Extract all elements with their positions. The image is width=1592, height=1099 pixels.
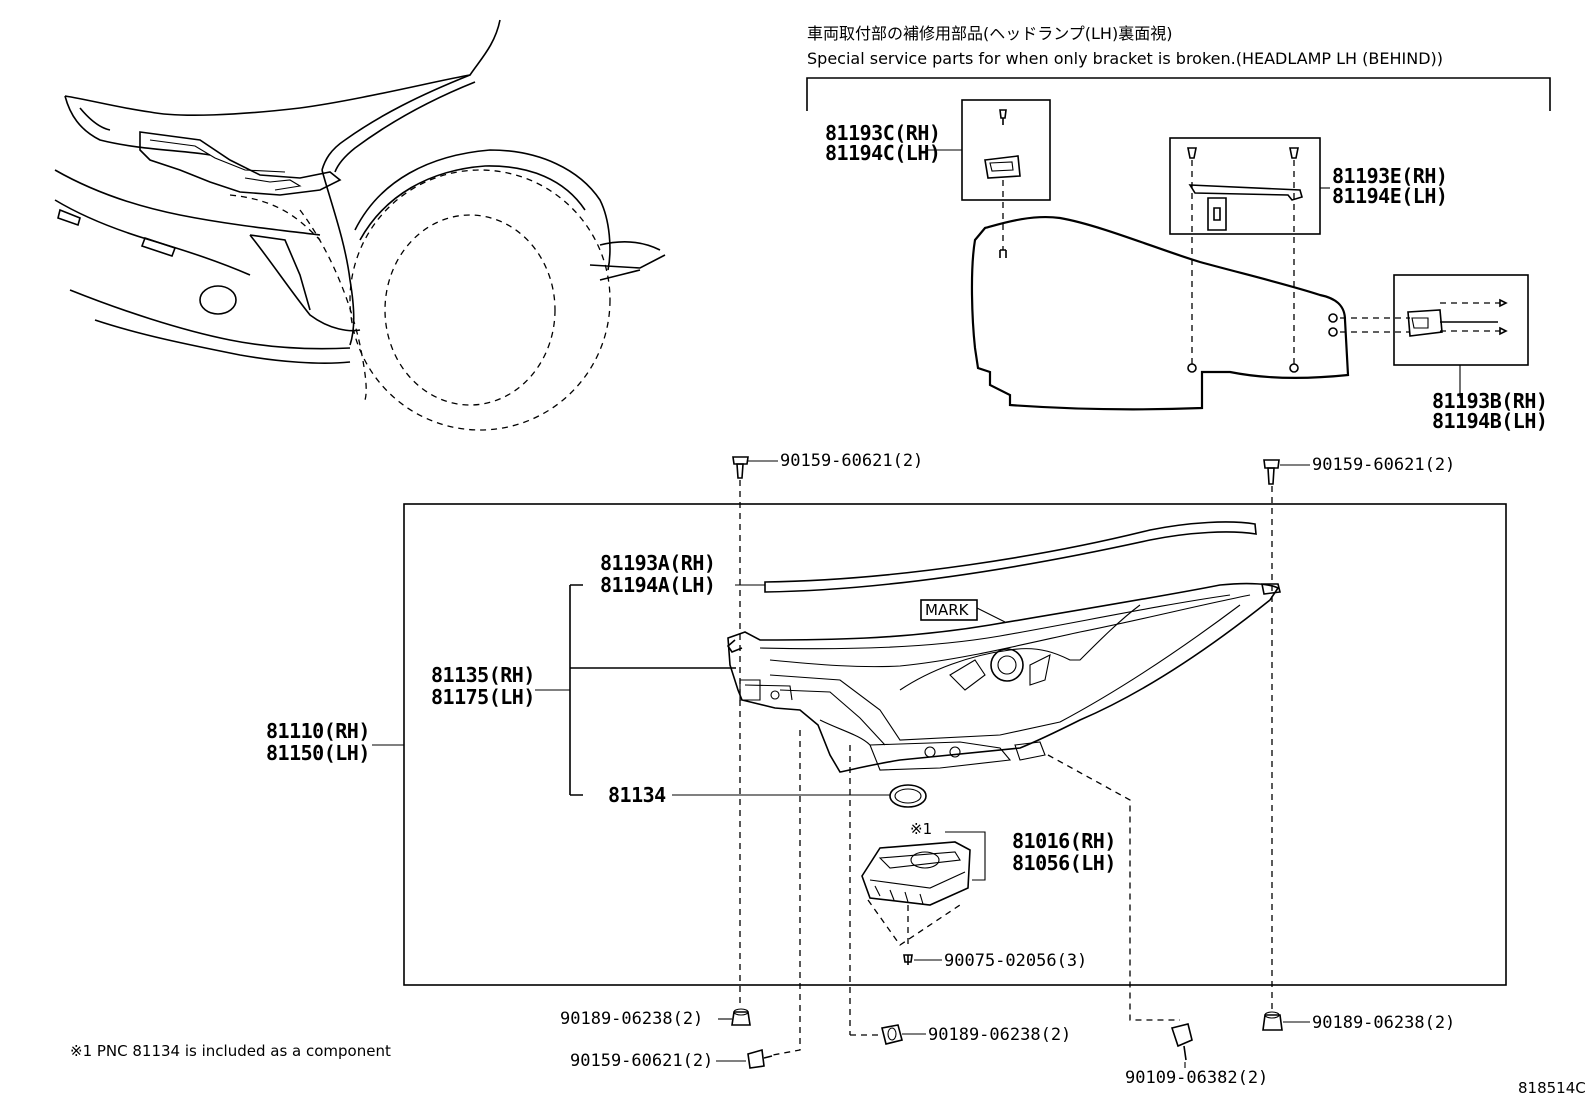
headlamp-back-outline [970, 216, 1350, 411]
bracket-a-strip [764, 521, 1257, 593]
part-81194a-lh: 81194A(LH) [600, 573, 715, 597]
service-bracket-bracket-line [806, 77, 1551, 111]
part-81194b-lh: 81194B(LH) [1432, 409, 1547, 433]
screw-90159-60621-bottom-left: 90159-60621(2) [570, 1051, 713, 1071]
mark-label: MARK [925, 601, 970, 619]
footnote: ※1 PNC 81134 is included as a component [70, 1042, 391, 1060]
bracket-b-box [1393, 274, 1529, 366]
vehicle-front-sketch [54, 19, 666, 431]
screw-90159-60621-top-left: 90159-60621(2) [780, 451, 923, 471]
top-right-screw [1263, 459, 1310, 485]
nut-bottom-center [881, 1024, 903, 1045]
top-left-screw [732, 456, 778, 479]
headlamp-assembly [726, 582, 1281, 773]
bolt-bottom-center [1170, 1023, 1193, 1061]
part-81193c-rh: 81193C(RH) [825, 121, 940, 145]
part-81193b-rh: 81193B(RH) [1432, 389, 1547, 413]
screw-bottom-left [747, 1048, 773, 1069]
part-81193a-rh: 81193A(RH) [600, 551, 715, 575]
ballast-computer [861, 841, 971, 906]
nut-90189-06238-bottom-left: 90189-06238(2) [560, 1009, 703, 1029]
bracket-e-icon [1187, 147, 1303, 231]
screw-90075-02056: 90075-02056(3) [944, 951, 1087, 971]
part-81175-lh: 81175(LH) [431, 685, 535, 709]
part-81150-lh: 81150(LH) [266, 741, 370, 765]
computer-note-mark: ※1 [910, 820, 932, 838]
part-81135-rh: 81135(RH) [431, 663, 535, 687]
mark-tag [920, 599, 978, 621]
bolt-90109-06382: 90109-06382(2) [1125, 1068, 1268, 1088]
diagram-id: 818514C [1518, 1079, 1586, 1097]
part-81134-gasket: 81134 [608, 783, 666, 807]
service-parts-title-jp: 車両取付部の補修用部品(ヘッドランプ(LH)裏面視) [807, 24, 1172, 43]
nut-90189-06238-bottom-center: 90189-06238(2) [928, 1025, 1071, 1045]
gasket-ring [889, 784, 927, 808]
part-81056-lh: 81056(LH) [1012, 851, 1116, 875]
part-81193e-rh: 81193E(RH) [1332, 164, 1447, 188]
part-81110-rh: 81110(RH) [266, 719, 370, 743]
part-81194c-lh: 81194C(LH) [825, 141, 940, 165]
service-parts-title-en: Special service parts for when only brac… [807, 49, 1443, 68]
computer-screw [903, 954, 913, 965]
service-bracket-section: 車両取付部の補修用部品(ヘッドランプ(LH)裏面視) Special servi… [806, 24, 1551, 433]
screw-90159-60621-top-right: 90159-60621(2) [1312, 455, 1455, 475]
part-81016-rh: 81016(RH) [1012, 829, 1116, 853]
bracket-e-box [1169, 137, 1321, 235]
nut-bottom-right [1262, 1011, 1283, 1031]
nut-bottom-left [731, 1008, 751, 1026]
part-81194e-lh: 81194E(LH) [1332, 184, 1447, 208]
nut-90189-06238-bottom-right: 90189-06238(2) [1312, 1013, 1455, 1033]
bracket-c-icon [984, 109, 1021, 179]
